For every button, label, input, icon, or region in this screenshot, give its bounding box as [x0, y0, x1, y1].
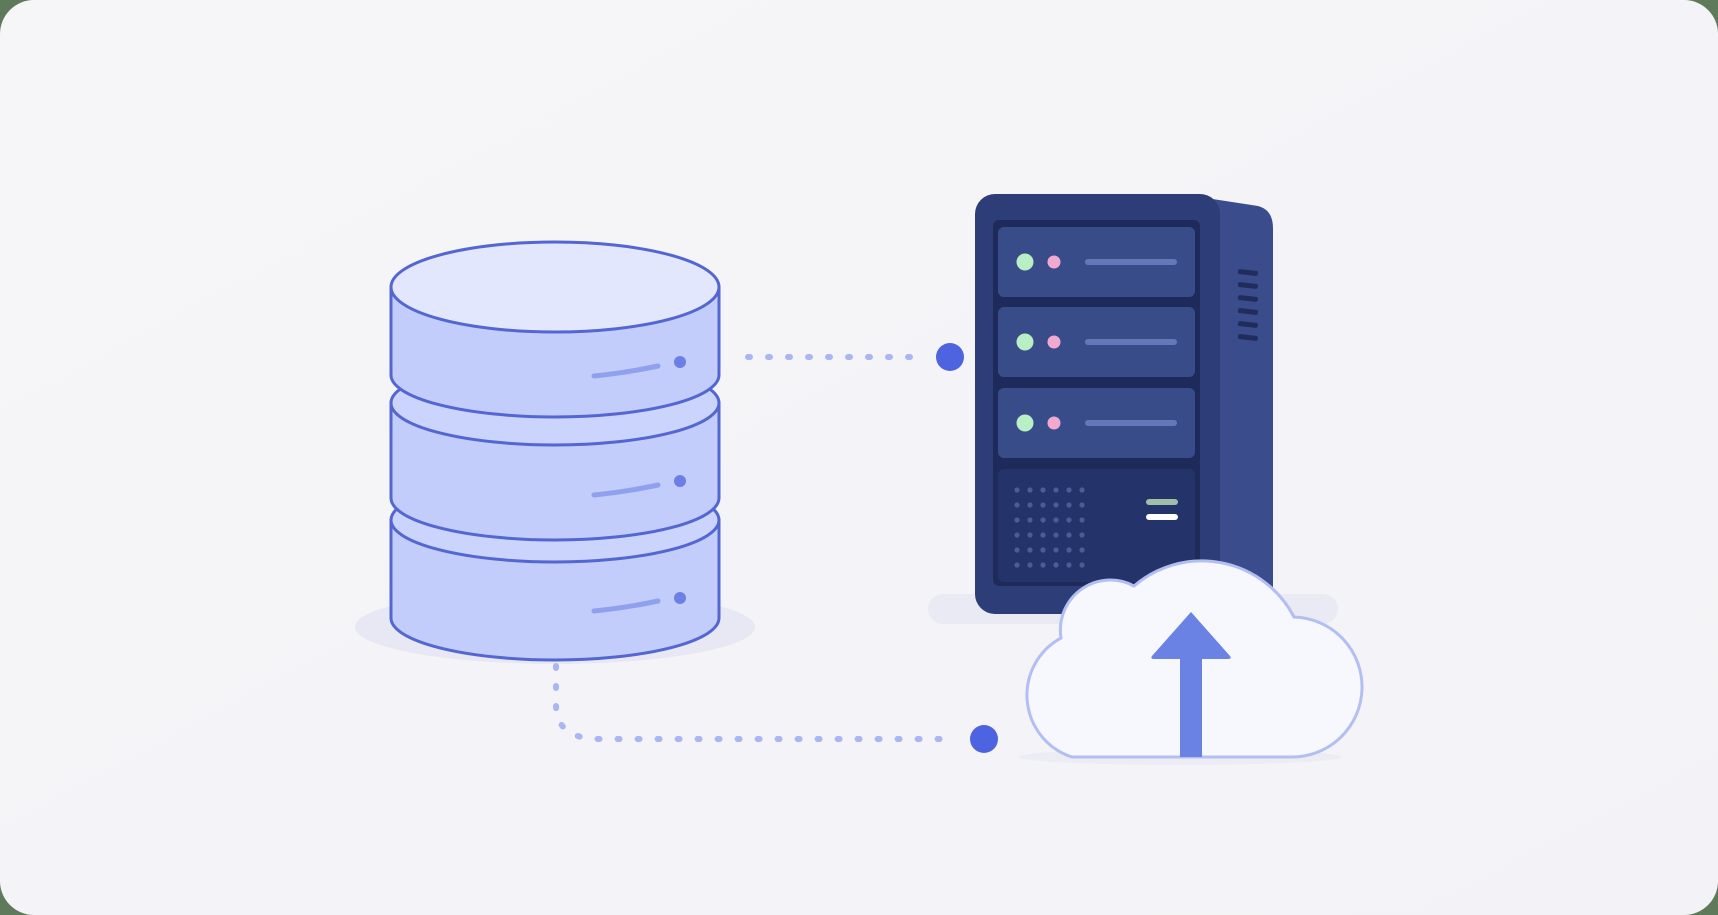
grille-dot	[1014, 547, 1020, 553]
status-led-pink	[1047, 416, 1061, 430]
grille-dot	[1014, 517, 1020, 523]
indicator-bar-white	[1146, 514, 1178, 520]
server-bay-3	[998, 388, 1195, 458]
server-bay-2	[998, 307, 1195, 377]
status-led-pink	[1047, 335, 1061, 349]
grille-dot	[1079, 517, 1085, 523]
status-led-green	[1016, 253, 1034, 271]
grille-dot	[1014, 532, 1020, 538]
grille-dot	[1066, 517, 1072, 523]
connector-node-server	[936, 343, 964, 371]
grille-dot	[1040, 517, 1046, 523]
status-led-pink	[1047, 255, 1061, 269]
upload-arrow-icon	[1151, 612, 1231, 757]
indicator-bar-green	[1146, 499, 1178, 505]
grille-dot	[1066, 502, 1072, 508]
grille-dot	[1079, 502, 1085, 508]
grille-dot	[1027, 532, 1033, 538]
grille-dot	[1027, 517, 1033, 523]
grille-dot	[1066, 562, 1072, 568]
database-disk-top	[389, 240, 721, 419]
grille-dot	[1027, 502, 1033, 508]
database-icon	[355, 240, 755, 664]
grille-dot	[1066, 532, 1072, 538]
cloud-upload-icon	[1018, 559, 1364, 765]
grille-dot	[1066, 487, 1072, 493]
grille-dot	[1014, 562, 1020, 568]
status-led-green	[1016, 414, 1034, 432]
grille-dot	[1027, 487, 1033, 493]
grille-dot	[1040, 532, 1046, 538]
grille-dot	[1040, 547, 1046, 553]
grille-dot	[1053, 487, 1059, 493]
grille-dot	[1040, 487, 1046, 493]
grille-dot	[1066, 547, 1072, 553]
grille-dot	[1079, 562, 1085, 568]
grille-dot	[1014, 502, 1020, 508]
grille-dot	[1040, 502, 1046, 508]
grille-dot	[1053, 517, 1059, 523]
grille-dot	[1053, 502, 1059, 508]
grille-dot	[1040, 562, 1046, 568]
dotted-connector-bottom	[553, 663, 998, 753]
grille-dot	[1014, 487, 1020, 493]
grille-dot	[1027, 547, 1033, 553]
grille-dot	[1079, 547, 1085, 553]
status-led-green	[1016, 333, 1034, 351]
grille-dot	[1053, 532, 1059, 538]
grille-dot	[1079, 487, 1085, 493]
grille-dot	[1079, 532, 1085, 538]
server-bay-1	[998, 227, 1195, 297]
grille-dot	[1053, 562, 1059, 568]
connector-node-cloud	[970, 725, 998, 753]
dotted-connector-top	[745, 343, 964, 371]
server-vent	[1237, 269, 1258, 341]
grille-dot	[1027, 562, 1033, 568]
speaker-grille	[1014, 487, 1085, 568]
server-grille-bay	[998, 469, 1195, 582]
grille-dot	[1053, 547, 1059, 553]
